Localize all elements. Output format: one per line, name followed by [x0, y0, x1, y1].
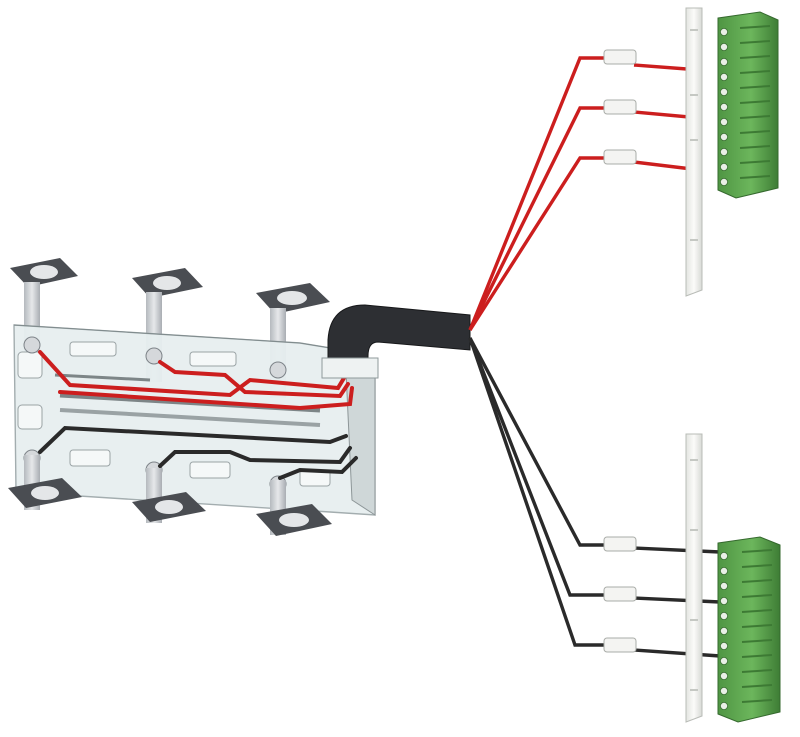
- top-pads: [10, 258, 330, 314]
- cable-jacket: [321, 304, 471, 379]
- internal-red-wires: [38, 350, 354, 411]
- black-wire-fanout: [468, 337, 721, 658]
- bottom-terminal-assembly: [685, 433, 781, 723]
- top-terminal-assembly: [685, 7, 779, 297]
- bottom-terminal-block: [717, 536, 781, 723]
- red-wire-fanout: [468, 56, 701, 331]
- top-marker-rail: [685, 7, 703, 297]
- transformer-assembly: [8, 258, 376, 536]
- wire-markers: [603, 49, 637, 653]
- top-terminal-screws: [720, 27, 729, 186]
- top-terminal-block: [717, 11, 779, 199]
- internal-black-wires: [38, 425, 358, 480]
- bottom-terminal-screws: [720, 552, 729, 711]
- bottom-marker-rail: [685, 433, 703, 723]
- bottom-pads: [8, 478, 332, 536]
